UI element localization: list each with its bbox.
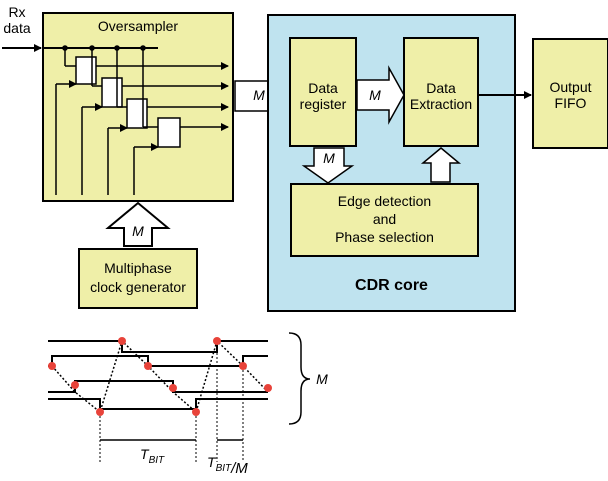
output-fifo-line1: Output: [549, 79, 592, 95]
edge-detection-label: Edge detection and Phase selection: [291, 193, 478, 245]
t-bit-label: TBIT: [140, 446, 170, 466]
t-bit-m-sub: BIT: [215, 463, 232, 474]
sample-dot: [96, 408, 104, 416]
register-down-m-label: M: [323, 150, 335, 166]
phase-select-arrow: [420, 147, 462, 183]
sample-dot: [118, 337, 126, 345]
output-fifo-line2: FIFO: [554, 95, 587, 111]
t-bit-m-divisor: /M: [231, 460, 248, 477]
edge-detection-line2: and: [372, 211, 397, 227]
clock-gen-line1: Multiphase: [104, 260, 172, 276]
edge-detection-line1: Edge detection: [337, 193, 432, 209]
output-fifo-label: Output FIFO: [533, 79, 608, 111]
waveform-1: [48, 340, 268, 353]
data-register-line1: Data: [308, 80, 338, 96]
sample-dot: [144, 362, 152, 370]
sample-dot: [264, 384, 272, 392]
t-bit-sub: BIT: [148, 455, 165, 466]
sample-dot: [169, 384, 177, 392]
timing-waveforms: [48, 340, 268, 410]
data-register-block: [289, 37, 357, 147]
edge-detection-line3: Phase selection: [335, 229, 434, 245]
flip-flop-2: [101, 77, 123, 108]
bit-period-markers: [99, 341, 244, 462]
sample-dot: [213, 337, 221, 345]
register-down-arrow: [301, 147, 355, 184]
t-bit-m-label: TBIT/M: [207, 454, 257, 477]
rx-data-label: Rx data: [1, 4, 33, 36]
sample-dot: [71, 381, 79, 389]
waveform-4: [48, 398, 268, 410]
rx-label-line2: data: [3, 20, 31, 36]
register-bus-m-label: M: [369, 87, 381, 103]
register-bus-arrow: [356, 65, 405, 125]
data-extraction-line2: Extraction: [409, 96, 473, 112]
brace-m-label: M: [316, 371, 328, 387]
waveform-2: [48, 355, 268, 367]
oversampler-title: Oversampler: [97, 18, 179, 34]
data-extraction-label: Data Extraction: [404, 80, 478, 112]
edge-detection-block: [290, 183, 479, 257]
data-register-line2: register: [299, 96, 347, 112]
clock-generator-label: Multiphase clock generator: [79, 260, 197, 295]
m-brace: [288, 332, 311, 425]
clock-generator-block: [78, 248, 198, 309]
flip-flop-4: [157, 117, 181, 148]
cdr-core-title: CDR core: [355, 277, 428, 294]
data-register-label: Data register: [290, 80, 356, 112]
oversampler-bus-m-label: M: [253, 87, 265, 103]
sample-dot: [48, 362, 56, 370]
waveform-3: [48, 380, 268, 393]
clock-bus-arrow: [105, 201, 171, 247]
clock-bus-m-label: M: [132, 223, 144, 239]
sample-dot: [192, 408, 200, 416]
output-fifo-block: [532, 38, 608, 149]
data-extraction-line1: Data: [426, 80, 456, 96]
flip-flop-1: [75, 56, 97, 85]
t-bit-main: T: [140, 446, 149, 462]
flip-flop-3: [126, 98, 148, 129]
t-bit-m-main: T: [207, 454, 216, 470]
clock-gen-line2: clock generator: [90, 279, 186, 295]
rx-label-line1: Rx: [8, 4, 26, 20]
sample-dots: [48, 337, 272, 416]
data-extraction-block: [403, 37, 479, 147]
sample-dot: [239, 362, 247, 370]
